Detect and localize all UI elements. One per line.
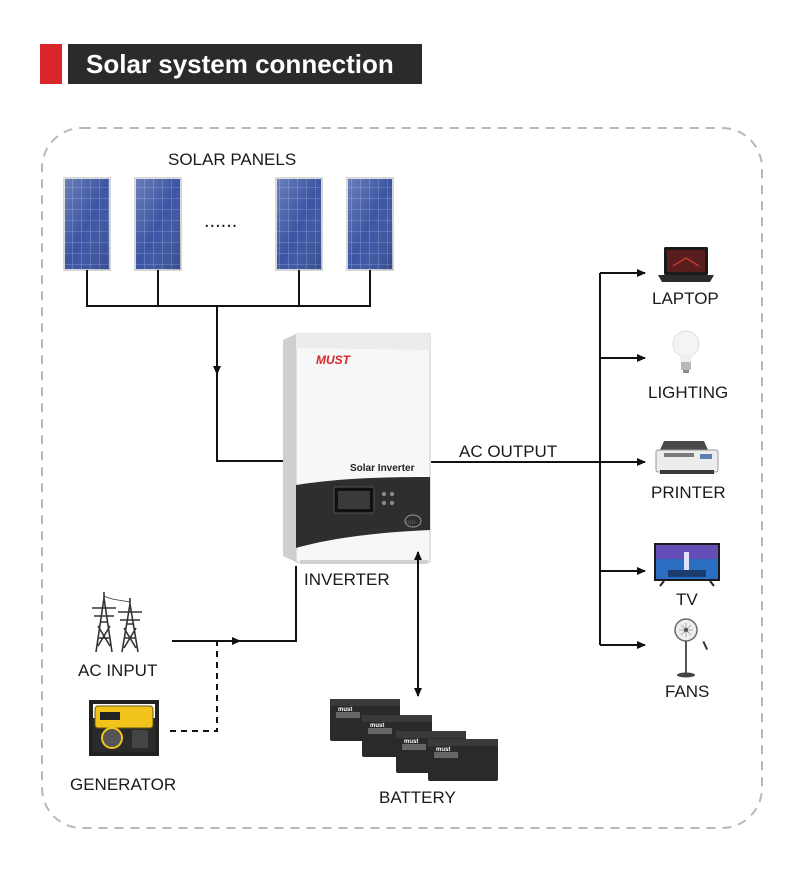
ac-output-label: AC OUTPUT [459, 442, 558, 461]
battery-brand: must [338, 707, 352, 713]
panel-continuation-dots: ...... [204, 210, 238, 232]
solar-panel-icon [63, 177, 111, 271]
solar-panel-icon [134, 177, 182, 271]
battery-brand: must [404, 739, 418, 745]
battery-brand: must [436, 747, 450, 753]
battery-brand: must [370, 723, 384, 729]
ac-output-wiring [431, 269, 646, 649]
inverter-model-name: Solar Inverter [350, 463, 415, 474]
inverter-icon [283, 333, 431, 564]
ac-input-label: AC INPUT [78, 661, 158, 680]
ac-input-wiring [172, 566, 297, 645]
printer-icon [655, 441, 719, 474]
load-label-laptop: LAPTOP [652, 289, 719, 308]
battery-label: BATTERY [379, 788, 456, 807]
solar-panel-icon [275, 177, 323, 271]
tv-icon [654, 543, 720, 587]
load-label-printer: PRINTER [651, 483, 726, 502]
inverter-label: INVERTER [304, 570, 390, 589]
dashed-border [41, 127, 763, 829]
inverter-brand: MUST [316, 353, 352, 367]
solar-panel-icon [346, 177, 394, 271]
load-label-lighting: LIGHTING [648, 383, 729, 402]
generator-label: GENERATOR [70, 775, 177, 794]
inverter-badge: pro [406, 519, 416, 526]
load-label-tv: TV [676, 590, 698, 609]
title-accent-block [40, 44, 62, 84]
solar-panels-label: SOLAR PANELS [168, 150, 297, 169]
generator-icon [89, 700, 159, 756]
power-pylon-icon [92, 592, 142, 653]
title-text: Solar system connection [68, 44, 422, 84]
generator-wiring [170, 641, 218, 732]
laptop-icon [658, 247, 714, 282]
load-label-fans: FANS [665, 682, 710, 701]
light-bulb-icon [672, 330, 700, 373]
panel-wiring [86, 270, 371, 462]
battery-icon [428, 739, 498, 781]
fan-icon [674, 618, 709, 678]
